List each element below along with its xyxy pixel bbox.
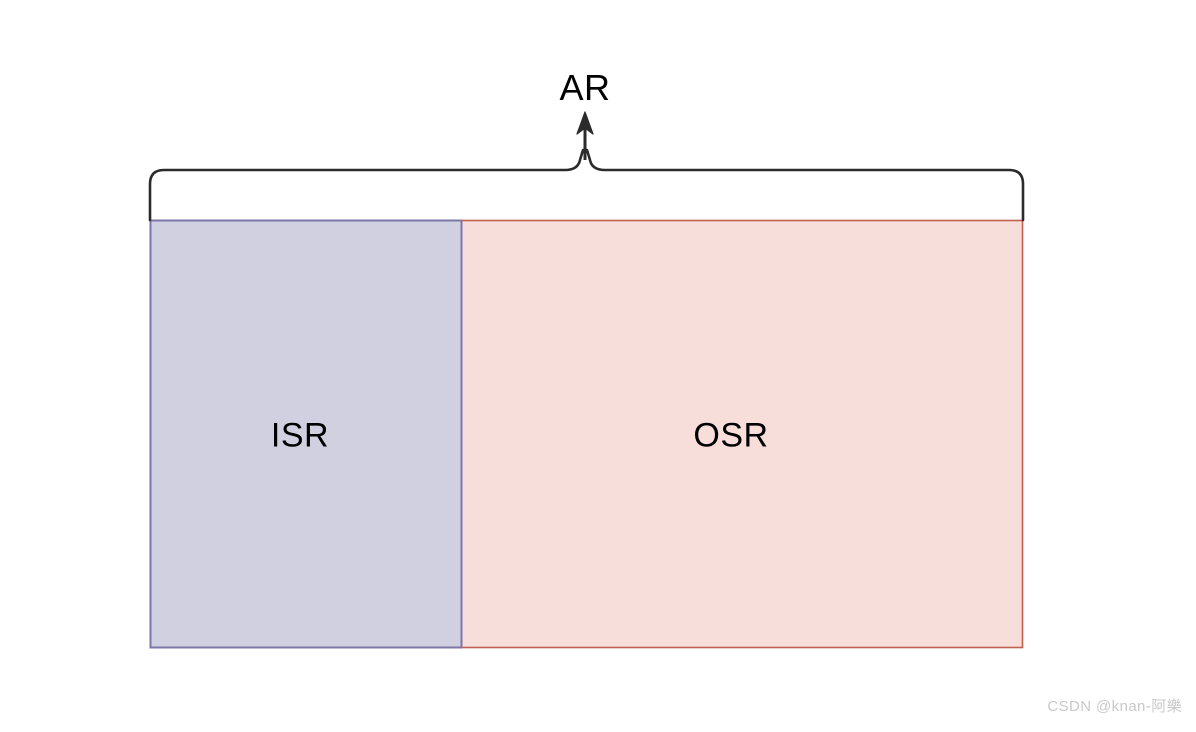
isr-region-rect [149, 219, 463, 649]
arrow-up-icon [576, 111, 594, 135]
osr-region-rect [460, 219, 1024, 649]
ar-label: AR [559, 67, 611, 108]
curly-brace-icon [148, 148, 1025, 222]
watermark-text: CSDN @knan-阿樂 [1047, 698, 1182, 715]
